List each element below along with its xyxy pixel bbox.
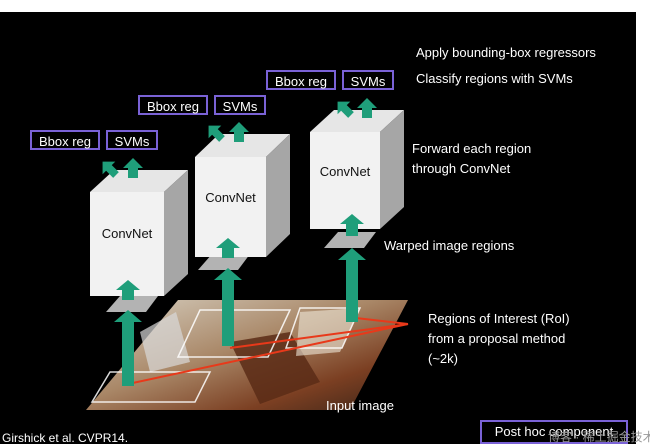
rcnn-diagram (86, 98, 409, 410)
citation: Girshick et al. CVPR14. (2, 431, 129, 445)
bbox-reg-box-1: Bbox reg (30, 130, 100, 150)
convnet-cube-3 (310, 110, 404, 229)
roi-pointer-lines (127, 317, 409, 385)
convnet-label-1: ConvNet (101, 226, 153, 241)
svm-box-1: SVMs (106, 130, 158, 150)
svm-box-3: SVMs (342, 70, 394, 90)
convnet-cube-1 (90, 170, 188, 296)
forward-label: Forward each region through ConvNet (412, 141, 532, 176)
convnet-label-3: ConvNet (319, 164, 371, 179)
input-image-label: Input image (326, 398, 394, 413)
bbox-reg-box-2: Bbox reg (138, 95, 208, 115)
up-arrows (102, 98, 377, 386)
warped-regions (106, 232, 376, 312)
roi-box-3 (90, 371, 212, 403)
classify-label: Classify regions with SVMs (416, 71, 573, 86)
roi-box-1 (176, 309, 292, 358)
apply-label: Apply bounding-box regressors (416, 45, 596, 60)
bbox-reg-box-3: Bbox reg (266, 70, 336, 90)
roi-label: Regions of Interest (RoI) from a proposa… (428, 311, 570, 366)
svm-box-2: SVMs (214, 95, 266, 115)
slide: ConvNet ConvNet ConvNet Bbox reg SVMs Bb… (0, 12, 636, 445)
convnet-label-2: ConvNet (205, 190, 256, 205)
input-image (86, 300, 408, 410)
roi-box-2 (284, 307, 362, 349)
watermark: 博客 · 稀土掘金技术社区 (548, 430, 650, 444)
post-hoc-box: Post hoc component (480, 420, 628, 444)
warped-label: Warped image regions (384, 238, 515, 253)
